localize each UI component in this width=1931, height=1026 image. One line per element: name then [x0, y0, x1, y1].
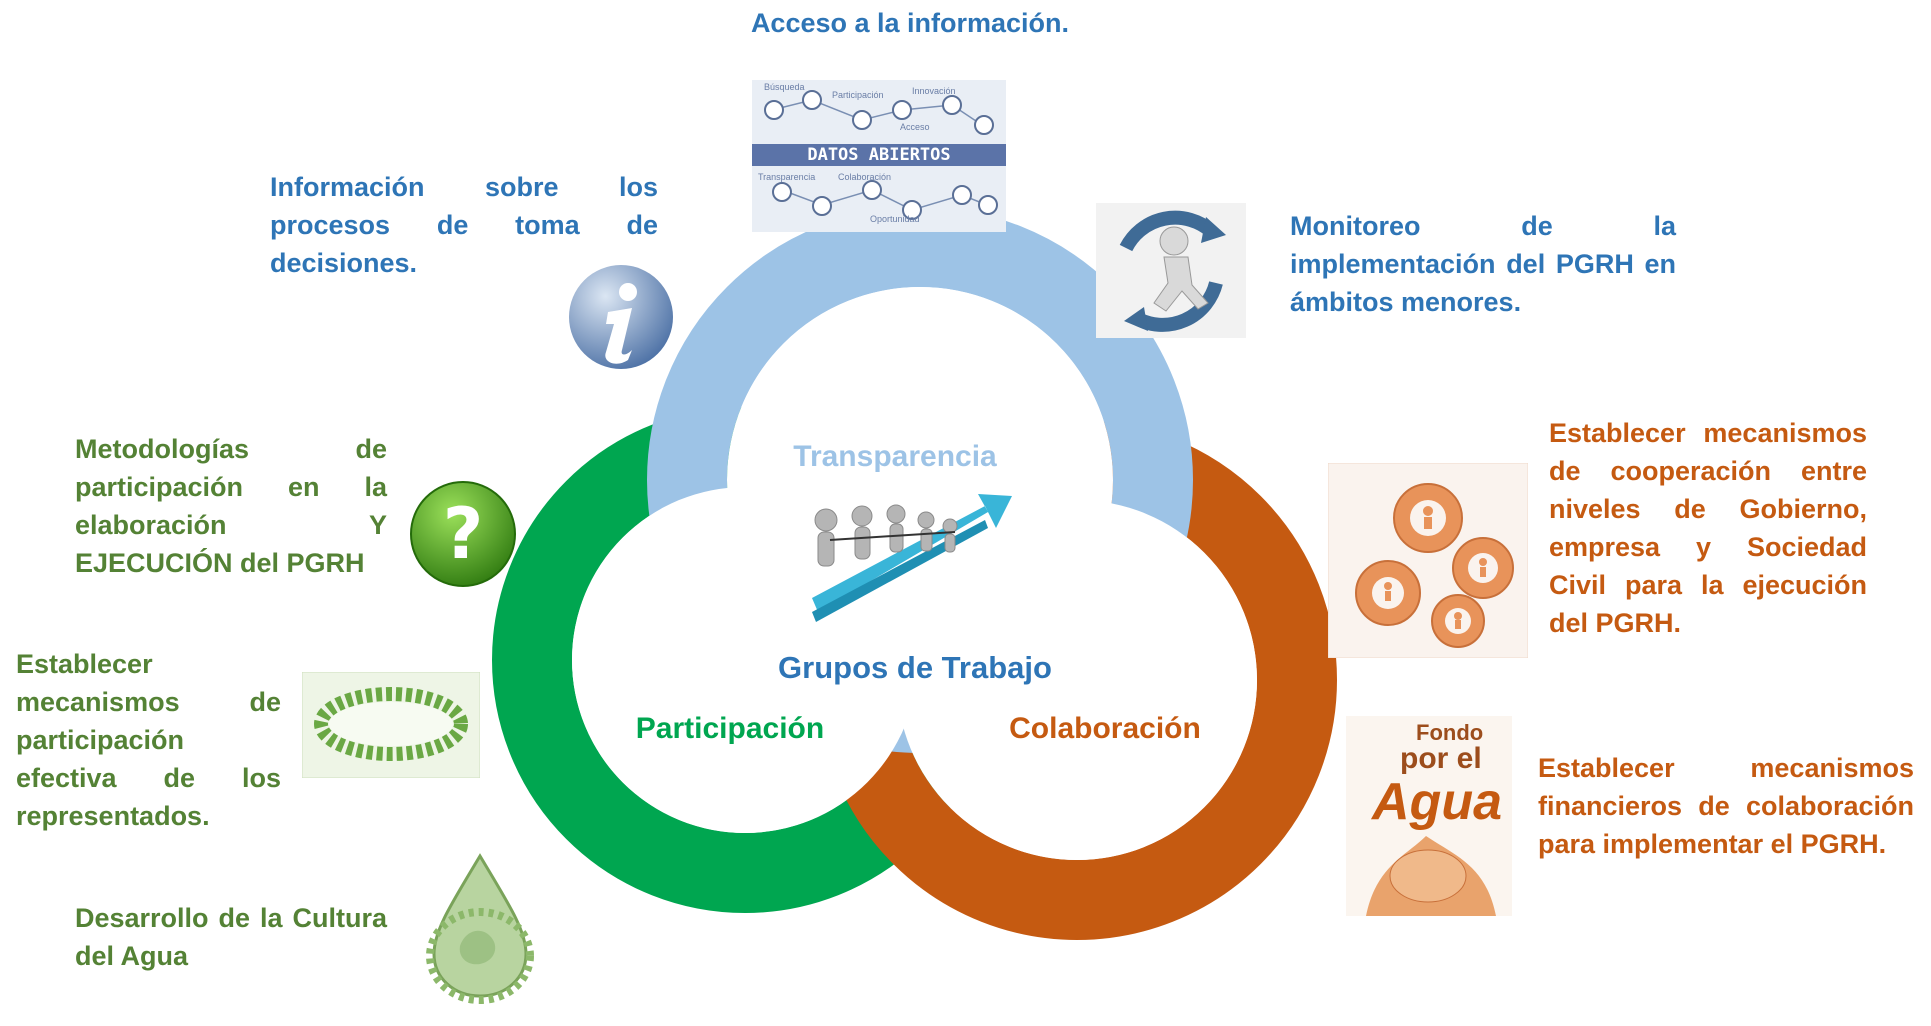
monitoring-text: Monitoreo de la implementación del PGRH …	[1290, 211, 1676, 317]
collaboration-label: Colaboración	[1009, 712, 1201, 745]
open-data-word: Transparencia	[758, 172, 816, 182]
mechanisms-participation-text: Establecer mecanismos de participación e…	[16, 649, 281, 831]
methodologies-text: Metodologías de participación en la elab…	[75, 434, 387, 578]
water-splash-icon	[1366, 836, 1496, 916]
open-data-banner: DATOS ABIERTOS	[807, 145, 951, 165]
info-icon	[569, 265, 673, 369]
participation-label: Participación	[635, 712, 825, 745]
open-data-word: Colaboración	[838, 172, 892, 182]
open-data-image: DATOS ABIERTOS Búsqueda Participación In…	[752, 80, 1006, 232]
financial-text: Establecer mecanismos financieros de col…	[1538, 753, 1914, 859]
circle-people-icon	[302, 672, 480, 778]
open-data-word: Búsqueda	[764, 82, 805, 92]
access-info-text: Acceso a la información.	[750, 8, 1070, 38]
open-data-word: Acceso	[900, 122, 930, 132]
water-culture-text: Desarrollo de la Cultura del Agua	[75, 903, 387, 971]
open-data-word: Innovación	[912, 86, 956, 96]
open-data-word: Oportunidad	[870, 214, 920, 224]
water-drop-people-icon	[426, 853, 534, 1004]
fund-title-line: por el	[1400, 742, 1482, 775]
monitor-figure-icon	[1096, 203, 1246, 338]
fund-title-line: Agua	[1372, 773, 1502, 831]
open-data-word: Participación	[832, 90, 884, 100]
open-data-network-icon	[752, 90, 1006, 220]
fund-title-line: Fondo	[1416, 720, 1484, 745]
tug-of-war-icon	[796, 488, 1012, 628]
cooperation-text: Establecer mecanismos de cooperación ent…	[1549, 418, 1867, 638]
fund-water-image: Fondo por el Agua	[1346, 716, 1512, 916]
transparency-label: Transparencia	[793, 440, 997, 473]
question-icon: ?	[410, 481, 516, 587]
groups-title: Grupos de Trabajo	[778, 650, 1052, 685]
info-decisions-text: Información sobre los procesos de toma d…	[270, 172, 658, 278]
gears-icon	[1328, 463, 1528, 658]
svg-text:?: ?	[443, 493, 484, 575]
